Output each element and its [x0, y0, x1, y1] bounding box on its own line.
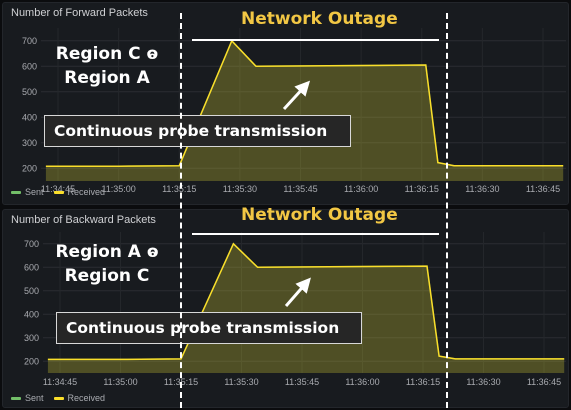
network-outage-title: Network Outage [241, 9, 398, 29]
region-label: Region A ⱺ Region C [48, 240, 166, 288]
series-area-sent [45, 40, 564, 181]
y-tick-label: 700 [22, 36, 37, 46]
x-tick-label: 11:35:00 [103, 377, 137, 387]
outage-start-dashed-line [180, 13, 182, 408]
y-tick-label: 200 [24, 356, 39, 366]
y-tick-label: 600 [22, 61, 37, 71]
legend-item-received[interactable]: Received [53, 393, 106, 403]
series-area-received [47, 243, 565, 373]
x-tick-label: 11:35:15 [162, 184, 196, 194]
x-tick-label: 11:36:00 [344, 184, 378, 194]
region-label: Region C ⱺ Region A [48, 42, 166, 90]
x-tick-label: 11:35:30 [224, 377, 258, 387]
y-tick-label: 300 [22, 138, 37, 148]
legend-item-received[interactable]: Received [53, 187, 106, 197]
y-tick-label: 400 [22, 112, 37, 122]
legend-item-sent[interactable]: Sent [11, 393, 44, 403]
region-label-line1: Region A ⱺ [55, 242, 159, 262]
y-tick-label: 500 [24, 286, 39, 296]
panel-title: Number of Backward Packets [11, 214, 156, 226]
outage-end-dashed-line [446, 13, 448, 408]
x-tick-label: 11:34:45 [43, 377, 77, 387]
legend-label-received: Received [67, 393, 106, 403]
series-line-received [45, 39, 564, 167]
series-area-sent [47, 243, 565, 373]
y-tick-label: 700 [24, 239, 39, 249]
region-label-line1: Region C ⱺ [55, 44, 159, 64]
y-tick-label: 200 [22, 163, 37, 173]
legend-swatch-received [53, 190, 64, 194]
legend: Sent Received [11, 187, 105, 197]
y-tick-label: 600 [24, 262, 39, 272]
x-tick-label: 11:36:45 [526, 184, 560, 194]
x-tick-label: 11:36:15 [405, 184, 439, 194]
x-tick-label: 11:36:00 [345, 377, 379, 387]
x-tick-label: 11:35:45 [285, 377, 319, 387]
outage-span-line [192, 39, 439, 41]
backward-packets-panel: Number of Backward Packets 200 300 400 500 6… [2, 209, 569, 408]
y-tick-label: 500 [22, 87, 37, 97]
region-label-line2: Region C [64, 266, 150, 286]
backward-packets-chart: 200 300 400 500 600 700 11:34:45 11:35:00 11:35:… [24, 232, 566, 387]
x-tick-label: 11:35:00 [101, 184, 135, 194]
x-tick-label: 11:36:15 [406, 377, 440, 387]
x-tick-label: 11:36:45 [527, 377, 561, 387]
legend-swatch-sent [11, 190, 21, 194]
forward-packets-panel: Number of Forward Packets 200 300 400 500 60… [2, 2, 569, 205]
forward-packets-chart: 200 300 400 500 600 700 11:34:45 11:35:00 11:35:… [22, 28, 566, 194]
series-line-received [47, 242, 565, 361]
x-tick-label: 11:35:30 [223, 184, 257, 194]
series-area-received [45, 40, 564, 181]
x-tick-label: 11:34:45 [41, 184, 75, 194]
x-tick-label: 11:36:30 [466, 377, 500, 387]
x-tick-label: 11:35:45 [283, 184, 317, 194]
x-tick-label: 11:36:30 [465, 184, 499, 194]
legend-label-sent: Sent [25, 393, 44, 403]
panel-title: Number of Forward Packets [11, 7, 148, 19]
legend-swatch-sent [11, 396, 21, 400]
region-label-line2: Region A [64, 68, 150, 88]
probe-transmission-callout: Continuous probe transmission [44, 115, 351, 147]
outage-span-line [192, 233, 439, 235]
legend-label-sent: Sent [25, 187, 44, 197]
legend: Sent Received [11, 393, 105, 403]
legend-item-sent[interactable]: Sent [11, 187, 44, 197]
legend-label-received: Received [67, 187, 106, 197]
y-tick-label: 400 [24, 309, 39, 319]
network-outage-title: Network Outage [241, 205, 398, 225]
legend-swatch-received [53, 396, 64, 400]
y-tick-label: 300 [24, 333, 39, 343]
probe-transmission-callout: Continuous probe transmission [56, 312, 362, 344]
